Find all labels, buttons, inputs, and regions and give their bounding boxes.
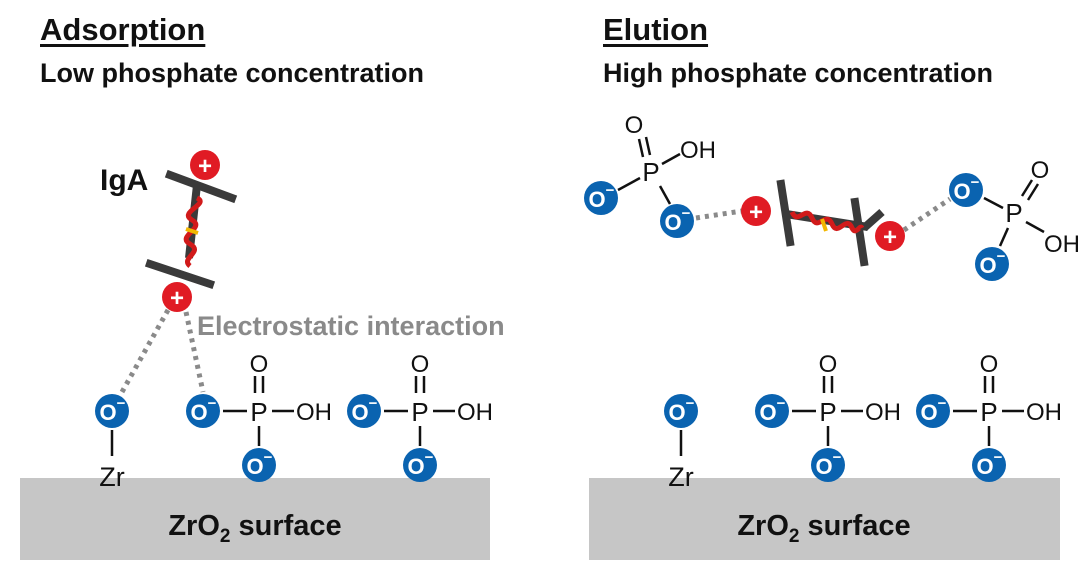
svg-text:−: − (777, 395, 786, 412)
svg-text:O: O (976, 454, 993, 479)
svg-text:P: P (819, 397, 836, 427)
svg-text:O: O (588, 187, 605, 212)
svg-text:OH: OH (457, 399, 493, 426)
free-phosphate-right: O − P O OH O − (949, 157, 1080, 281)
anion-icon: O − (949, 173, 983, 207)
svg-text:−: − (686, 395, 695, 412)
cation-icon: + (162, 282, 192, 312)
anion-icon: O − (811, 448, 845, 482)
svg-text:OH: OH (865, 399, 901, 426)
svg-text:Zr: Zr (668, 462, 693, 492)
svg-text:O: O (920, 400, 937, 425)
svg-text:+: + (749, 199, 763, 226)
svg-text:O: O (980, 351, 999, 378)
electrostatic-interaction-lines (119, 308, 206, 394)
svg-text:−: − (425, 449, 434, 466)
anion-icon: O − (242, 448, 276, 482)
anion-icon: O − (975, 247, 1009, 281)
iga-antibody-horizontal: + + (741, 179, 905, 267)
svg-text:OH: OH (1026, 399, 1062, 426)
svg-text:−: − (682, 205, 691, 222)
adsorption-subtitle: Low phosphate concentration (40, 58, 425, 88)
svg-text:−: − (997, 248, 1006, 265)
zr-oxide-site-right: Zr O − (664, 394, 698, 492)
svg-text:OH: OH (680, 137, 716, 164)
phosphate-group-3: O − P OH O O − (755, 351, 901, 482)
svg-text:O: O (351, 400, 368, 425)
svg-text:−: − (369, 395, 378, 412)
svg-text:O: O (190, 400, 207, 425)
anion-icon: O − (916, 394, 950, 428)
svg-text:P: P (642, 157, 659, 187)
anion-icon: O − (347, 394, 381, 428)
phosphate-group-2: O − P OH O O − (347, 351, 493, 482)
svg-text:O: O (819, 351, 838, 378)
svg-text:IgA: IgA (100, 164, 148, 197)
svg-text:O: O (250, 351, 269, 378)
svg-text:−: − (938, 395, 947, 412)
svg-text:O: O (411, 351, 430, 378)
svg-text:O: O (815, 454, 832, 479)
cation-icon: + (875, 221, 905, 251)
anion-icon: O − (972, 448, 1006, 482)
svg-text:O: O (1031, 157, 1050, 184)
svg-text:O: O (664, 210, 681, 235)
elution-surface: ZrO2 surface (589, 478, 1060, 560)
free-phosphate-left: O − P O OH O − (584, 112, 716, 238)
svg-text:−: − (264, 449, 273, 466)
elution-interaction-lines (695, 196, 952, 233)
svg-text:O: O (953, 179, 970, 204)
phosphate-group-4: O − P OH O O − (916, 351, 1062, 482)
adsorption-surface: ZrO2 surface (20, 478, 490, 560)
svg-text:O: O (407, 454, 424, 479)
svg-text:−: − (606, 182, 615, 199)
anion-icon: O − (403, 448, 437, 482)
svg-text:ZrO2 surface: ZrO2 surface (737, 510, 910, 547)
svg-text:+: + (198, 153, 212, 180)
svg-text:O: O (625, 112, 644, 139)
svg-text:P: P (1005, 198, 1022, 228)
svg-text:−: − (994, 449, 1003, 466)
cation-icon: + (741, 196, 771, 226)
svg-text:O: O (99, 400, 116, 425)
anion-icon: O − (584, 181, 618, 215)
svg-text:+: + (170, 285, 184, 312)
svg-text:−: − (208, 395, 217, 412)
anion-icon: O − (660, 204, 694, 238)
svg-text:OH: OH (1044, 231, 1080, 258)
zr-oxide-site-left: Zr O − (95, 394, 129, 492)
anion-icon: O − (664, 394, 698, 428)
svg-text:O: O (246, 454, 263, 479)
svg-text:−: − (117, 395, 126, 412)
svg-text:−: − (833, 449, 842, 466)
phosphate-group-1: O − P OH O O − (186, 351, 332, 482)
anion-icon: O − (755, 394, 789, 428)
svg-text:O: O (668, 400, 685, 425)
svg-text:O: O (979, 253, 996, 278)
svg-text:P: P (250, 397, 267, 427)
cation-icon: + (190, 150, 220, 180)
svg-text:Zr: Zr (99, 462, 124, 492)
anion-icon: O − (186, 394, 220, 428)
svg-text:ZrO2 surface: ZrO2 surface (168, 510, 341, 547)
iga-antibody-vertical: IgA + + (100, 150, 238, 312)
svg-text:P: P (980, 397, 997, 427)
svg-text:O: O (759, 400, 776, 425)
anion-icon: O − (95, 394, 129, 428)
adsorption-title: Adsorption (40, 12, 206, 47)
elution-title: Elution (603, 12, 709, 47)
svg-text:P: P (411, 397, 428, 427)
elution-subtitle: High phosphate concentration (603, 58, 994, 88)
svg-text:+: + (883, 224, 897, 251)
electrostatic-interaction-label: Electrostatic interaction (197, 311, 505, 341)
svg-text:OH: OH (296, 399, 332, 426)
svg-text:−: − (971, 174, 980, 191)
